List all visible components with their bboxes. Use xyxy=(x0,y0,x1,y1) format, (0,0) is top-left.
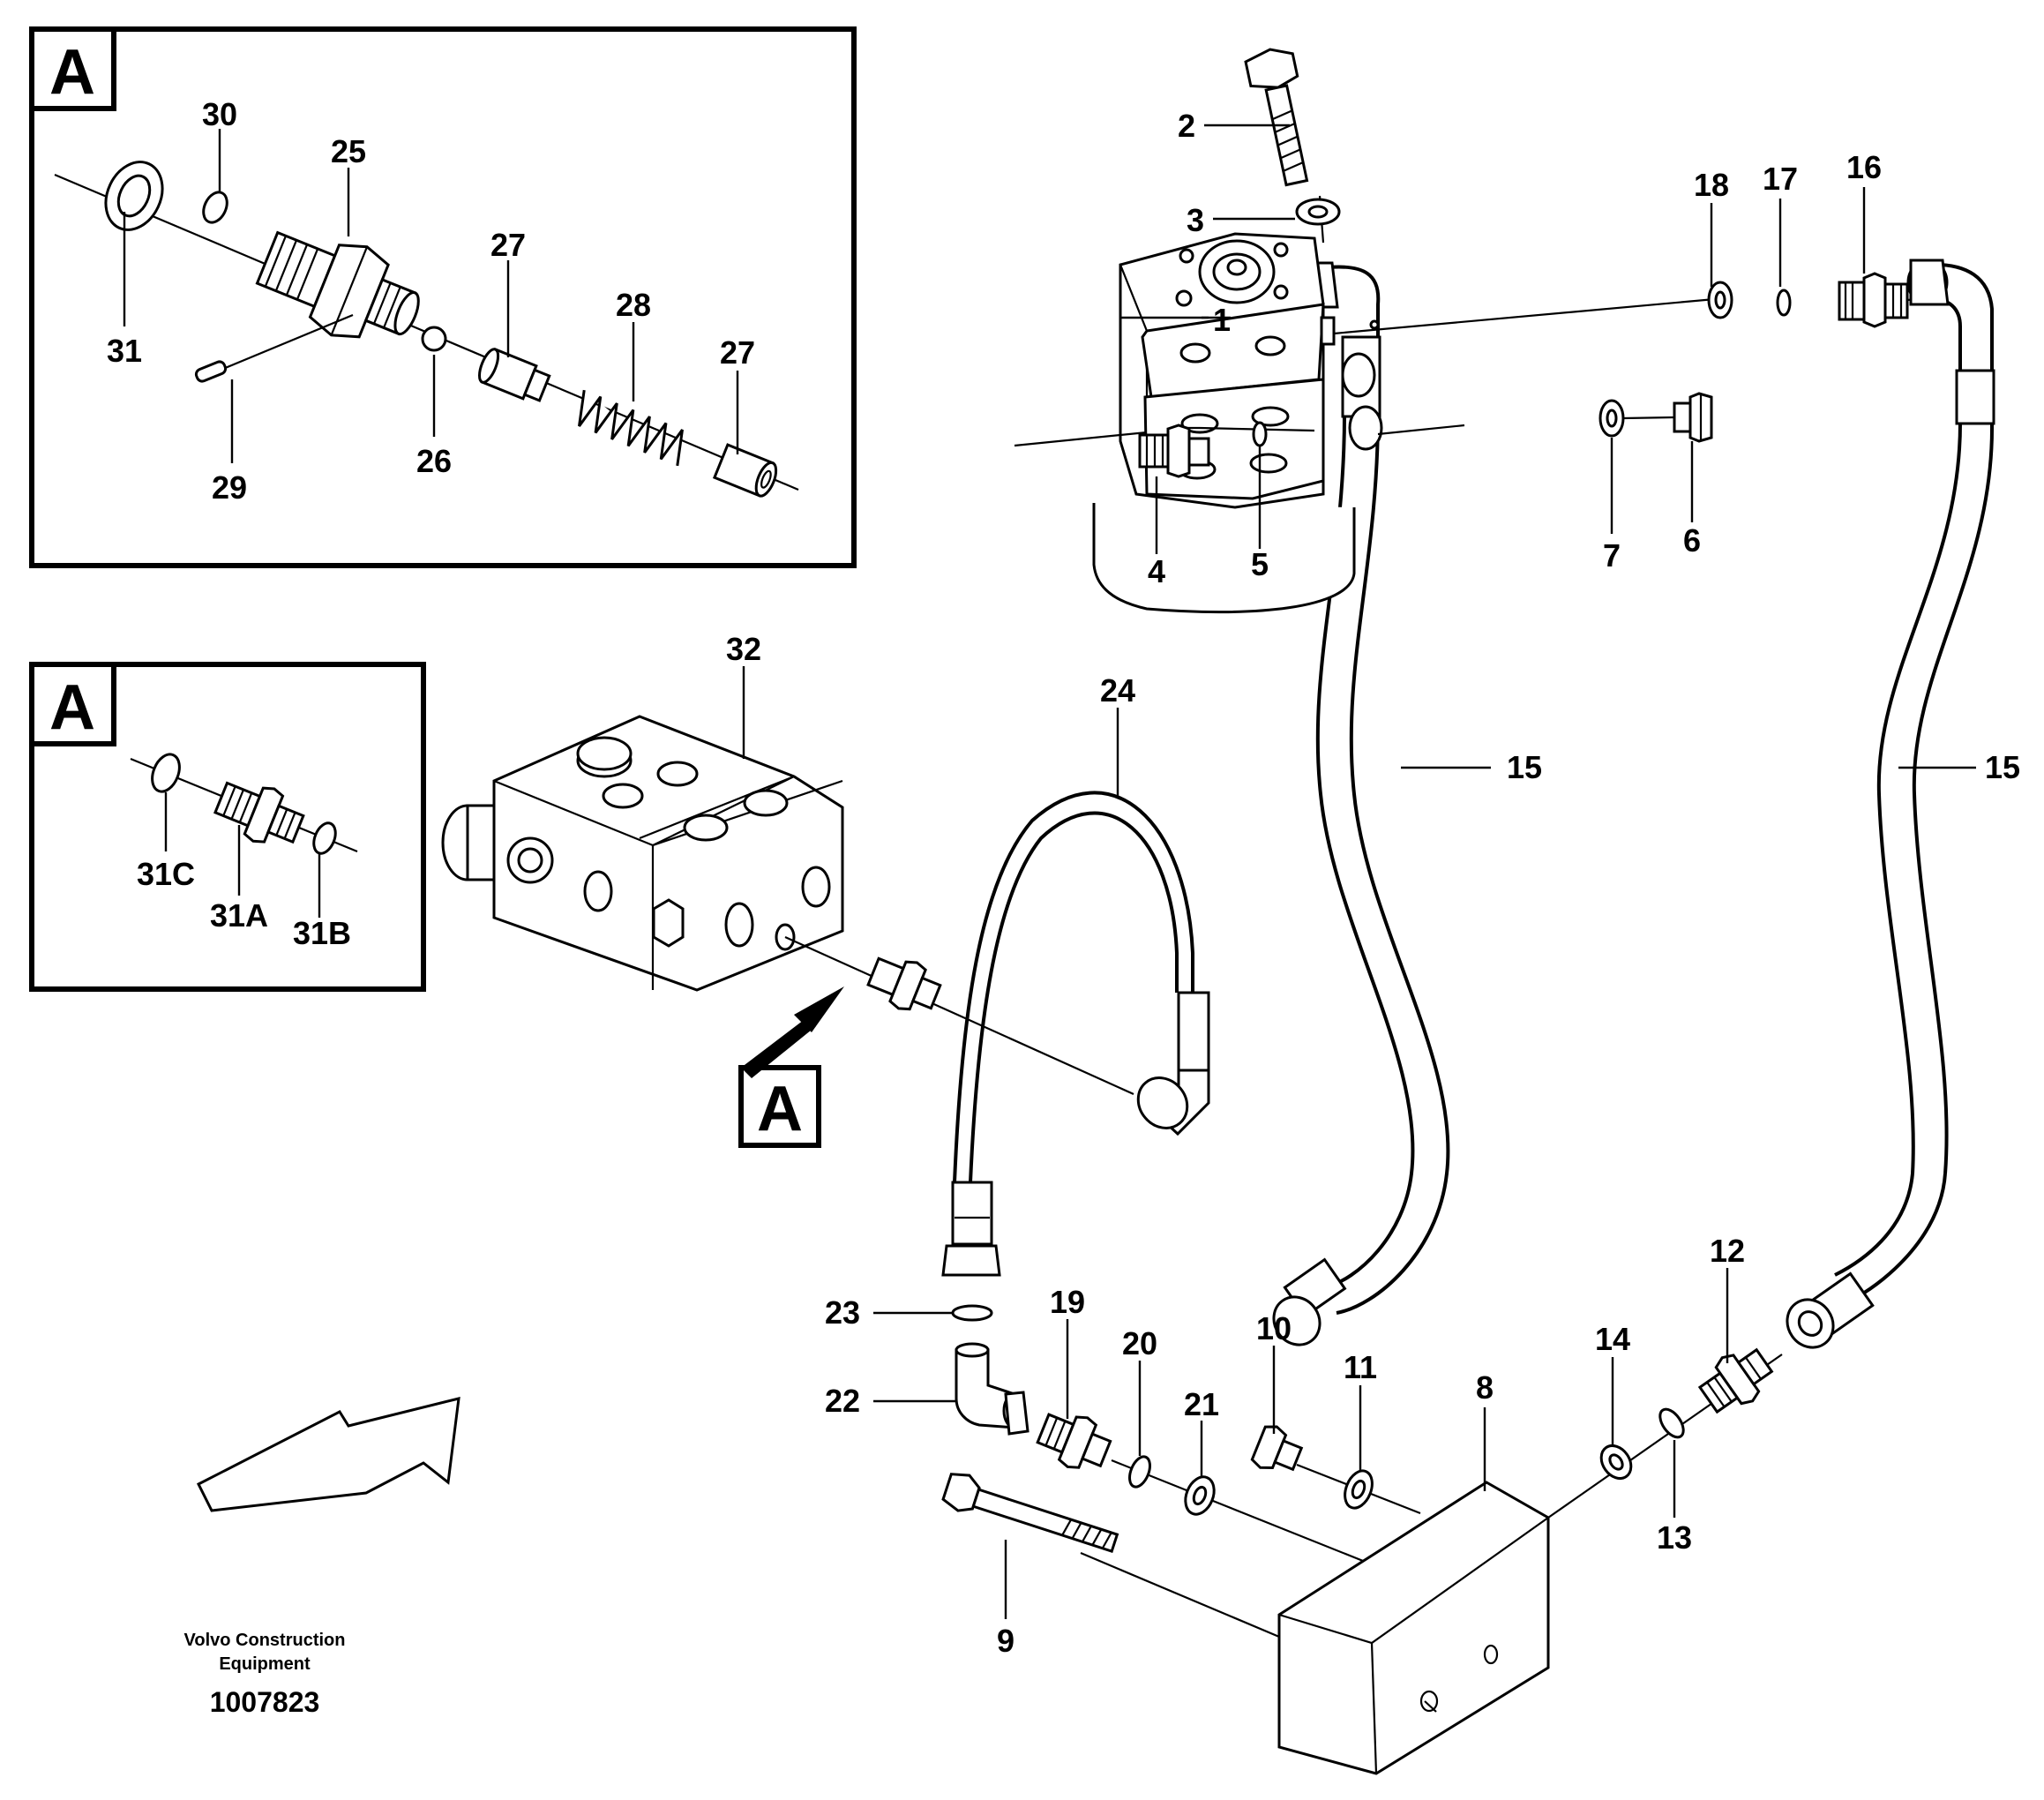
callout-13: 13 xyxy=(1657,1519,1692,1556)
hose-24: 24 xyxy=(941,672,1210,1277)
inset-a-upper: A xyxy=(29,26,857,568)
valve-block-32: 32 xyxy=(441,631,844,992)
callout-a-pointer: A xyxy=(738,986,844,1148)
callout-20: 20 xyxy=(1122,1325,1157,1361)
publisher-line-1: Volvo Construction xyxy=(184,1631,346,1650)
callout-27-plunger: 27 xyxy=(490,227,526,263)
callout-6: 6 xyxy=(1683,522,1701,559)
inset-a-lower-label: A xyxy=(49,672,95,743)
callout-25: 25 xyxy=(331,133,366,169)
callout-31: 31 xyxy=(107,333,142,369)
callout-10: 10 xyxy=(1256,1310,1292,1346)
publisher-line-2: Equipment xyxy=(219,1654,311,1674)
callout-19: 19 xyxy=(1050,1284,1085,1320)
callout-27-cup: 27 xyxy=(720,334,755,371)
direction-arrow-icon xyxy=(196,1397,460,1512)
callout-14: 14 xyxy=(1595,1321,1630,1357)
inset-a-lower: A 31C 31A 31B xyxy=(29,662,426,992)
callout-2: 2 xyxy=(1178,108,1195,144)
callout-22: 22 xyxy=(825,1383,860,1419)
callout-4: 4 xyxy=(1148,553,1165,589)
callout-11: 11 xyxy=(1344,1349,1377,1385)
callout-9: 9 xyxy=(997,1623,1015,1659)
callout-31C: 31C xyxy=(137,856,195,892)
callout-29: 29 xyxy=(212,469,247,506)
callout-18: 18 xyxy=(1694,167,1729,203)
callout-15: 15 xyxy=(1507,749,1542,785)
callout-21: 21 xyxy=(1184,1386,1219,1422)
callout-a-box-label: A xyxy=(757,1074,803,1144)
steering-valve-1: 2 3 1 xyxy=(1092,48,1383,614)
valve-block-8: 8 xyxy=(1277,1369,1550,1775)
callout-30: 30 xyxy=(202,96,237,132)
callout-1: 1 xyxy=(1213,302,1231,338)
callout-28: 28 xyxy=(616,287,651,323)
callout-31A: 31A xyxy=(210,897,268,934)
drawing-number: 1007823 xyxy=(210,1686,320,1718)
callout-16: 16 xyxy=(1846,149,1882,185)
callout-15-label: 15 xyxy=(1985,749,2020,785)
inset-a-upper-label: A xyxy=(49,37,95,108)
callout-23: 23 xyxy=(825,1294,860,1331)
callout-3: 3 xyxy=(1187,202,1204,238)
hose-15: 15 xyxy=(1272,261,1542,1346)
callout-32: 32 xyxy=(726,631,761,667)
callout-12: 12 xyxy=(1710,1233,1745,1269)
callout-24: 24 xyxy=(1100,672,1135,709)
callout-17: 17 xyxy=(1763,161,1798,197)
callout-26: 26 xyxy=(416,443,452,479)
callout-31B: 31B xyxy=(293,915,351,951)
callout-8: 8 xyxy=(1476,1369,1494,1406)
callout-7: 7 xyxy=(1603,537,1621,574)
callout-5: 5 xyxy=(1251,546,1269,582)
